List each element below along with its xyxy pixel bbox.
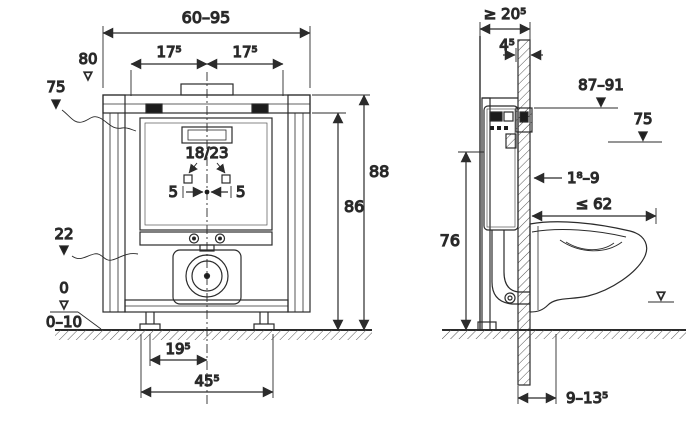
level-markers-left	[50, 109, 139, 330]
dim-outlet-height-label: 76	[440, 231, 460, 250]
side-floor	[442, 329, 686, 339]
dim-heights	[312, 94, 370, 331]
height-inner-label: 86	[344, 197, 364, 216]
plate-height-label: 87–91	[578, 76, 624, 94]
level-0-label: 0	[59, 279, 69, 297]
level-75-marker-filled-icon: ▼	[52, 97, 61, 110]
level-22-label: 22	[54, 225, 73, 243]
dim-pan-depth-label: ≤ 62	[576, 195, 612, 213]
flush-pipe	[491, 230, 530, 305]
wc-pan	[529, 221, 648, 313]
frame-structure	[102, 83, 311, 331]
cistern	[139, 117, 273, 246]
dim-bracket-right-label: 17⁵	[232, 43, 257, 61]
dim-pan-depth	[531, 208, 657, 224]
height-total-label: 88	[369, 162, 389, 181]
side-view: ≥ 20⁵ 4⁵ 87–91 ▼ 75 ▼ 1⁸–9 ≤ 62 76	[439, 4, 686, 408]
level-22-marker-filled-icon: ▼	[60, 243, 69, 256]
level-80-label: 80	[78, 50, 97, 68]
dim-bracket-left-label: 17⁵	[156, 43, 181, 61]
foot-center-label: 19⁵	[165, 340, 190, 358]
plate-size-label: 18/23	[185, 144, 228, 162]
front-view: 60–95 17⁵ 17⁵ 18/23 5 5 80 ▽	[45, 7, 390, 405]
dim-cladding-label: 1⁸–9	[567, 169, 600, 187]
plate-height-marker-filled-icon: ▼	[597, 95, 606, 108]
level-0-marker-open-icon: ▽	[60, 298, 69, 311]
break-symbol-lower	[71, 253, 139, 261]
front-floor	[55, 329, 372, 340]
dim-depth-min-label: ≥ 20⁵	[484, 5, 526, 23]
foot-span-label: 45⁵	[194, 372, 219, 390]
dim-outlet-height	[458, 151, 484, 331]
level-75-side-marker-filled-icon: ▼	[639, 129, 648, 142]
offset-right-label: 5	[236, 183, 246, 201]
pan-floor-marker-open-icon: ▽	[657, 289, 666, 302]
dim-floor-buildup-side	[517, 334, 557, 404]
offset-left-label: 5	[168, 183, 178, 201]
floor-buildup-label: 0–10	[46, 313, 82, 331]
break-symbol-upper	[61, 109, 137, 132]
level-80-marker-open-icon: ▽	[84, 69, 93, 82]
dim-brackets	[130, 58, 284, 96]
level-75-label: 75	[46, 78, 65, 96]
dim-offsets	[182, 186, 232, 198]
dim-width-range	[102, 26, 311, 88]
dim-feet	[140, 334, 274, 398]
dim-width-range-label: 60–95	[182, 8, 231, 27]
dim-plate-depth	[503, 48, 543, 62]
dim-floor-buildup-side-label: 9–13⁵	[566, 389, 608, 407]
dim-depth-min	[479, 22, 531, 40]
dim-plate-depth-label: 4⁵	[499, 36, 515, 54]
outlet-protection-box	[172, 244, 242, 305]
level-75-side-label: 75	[633, 110, 652, 128]
